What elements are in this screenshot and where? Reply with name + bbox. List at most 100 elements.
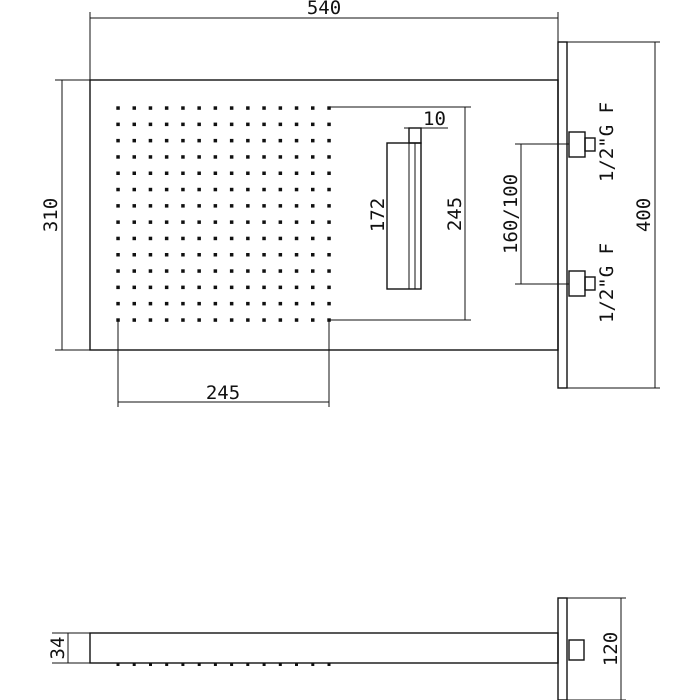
dimension-inlet-spacing: 160/100 bbox=[500, 143, 569, 285]
nozzle bbox=[327, 106, 331, 110]
label-profile-thickness: 34 bbox=[47, 637, 69, 660]
label-mount-height: 120 bbox=[600, 632, 622, 666]
nozzle bbox=[229, 171, 234, 175]
nozzle bbox=[294, 301, 299, 306]
nozzle bbox=[311, 301, 315, 306]
nozzle bbox=[148, 187, 153, 192]
nozzle bbox=[132, 220, 136, 224]
nozzle bbox=[278, 122, 283, 127]
nozzle bbox=[311, 220, 315, 224]
nozzle bbox=[246, 269, 250, 273]
nozzle bbox=[294, 138, 299, 143]
nozzle bbox=[132, 138, 136, 143]
nozzle bbox=[132, 236, 136, 241]
nozzle bbox=[197, 285, 201, 290]
nozzle bbox=[213, 269, 218, 273]
label-nozzle-area-width: 245 bbox=[206, 382, 240, 404]
nozzle bbox=[246, 122, 250, 127]
nozzle bbox=[278, 253, 283, 257]
nozzle bbox=[311, 269, 315, 273]
nozzle bbox=[262, 301, 266, 306]
nozzle bbox=[229, 301, 234, 306]
nozzle bbox=[148, 285, 153, 290]
nozzle bbox=[164, 318, 169, 322]
nozzle bbox=[213, 138, 218, 143]
nozzle bbox=[197, 253, 201, 257]
side-nozzle bbox=[181, 663, 185, 666]
nozzle bbox=[116, 269, 120, 273]
nozzle bbox=[164, 155, 169, 159]
nozzle bbox=[311, 138, 315, 143]
dimension-profile-thickness: 34 bbox=[47, 632, 90, 664]
nozzle bbox=[327, 301, 331, 306]
nozzle bbox=[181, 106, 185, 110]
nozzle bbox=[278, 171, 283, 175]
nozzle bbox=[148, 122, 153, 127]
nozzle bbox=[229, 204, 234, 208]
nozzle bbox=[164, 106, 169, 110]
nozzle bbox=[148, 106, 153, 110]
nozzle bbox=[148, 269, 153, 273]
nozzle bbox=[246, 220, 250, 224]
side-nozzle bbox=[165, 663, 169, 666]
nozzle bbox=[246, 253, 250, 257]
nozzle bbox=[197, 138, 201, 143]
nozzle bbox=[116, 253, 120, 257]
nozzle bbox=[311, 106, 315, 110]
nozzle bbox=[294, 253, 299, 257]
label-bottom-inlet: 1/2"G F bbox=[596, 243, 618, 323]
nozzle bbox=[278, 220, 283, 224]
side-nozzle bbox=[197, 663, 201, 666]
nozzle bbox=[197, 318, 201, 322]
nozzle bbox=[294, 122, 299, 127]
nozzle bbox=[164, 220, 169, 224]
side-nozzle bbox=[262, 663, 266, 666]
nozzle bbox=[148, 155, 153, 159]
nozzle bbox=[132, 155, 136, 159]
nozzle bbox=[294, 269, 299, 273]
side-nozzle bbox=[327, 663, 331, 666]
nozzle bbox=[229, 155, 234, 159]
nozzle bbox=[262, 155, 266, 159]
nozzle bbox=[278, 236, 283, 241]
nozzle bbox=[213, 253, 218, 257]
nozzle bbox=[116, 220, 120, 224]
nozzle bbox=[262, 171, 266, 175]
nozzle bbox=[132, 106, 136, 110]
nozzle bbox=[132, 171, 136, 175]
nozzle bbox=[116, 187, 120, 192]
dimension-panel-height: 310 bbox=[40, 79, 90, 351]
nozzle bbox=[132, 269, 136, 273]
nozzle bbox=[229, 318, 234, 322]
nozzle bbox=[278, 106, 283, 110]
nozzle bbox=[164, 269, 169, 273]
nozzle bbox=[132, 301, 136, 306]
label-waterfall-length: 172 bbox=[367, 198, 389, 232]
dimension-nozzle-area-width: 245 bbox=[117, 320, 330, 407]
nozzle bbox=[197, 122, 201, 127]
side-nozzle bbox=[132, 663, 136, 666]
nozzle bbox=[164, 285, 169, 290]
nozzle bbox=[229, 106, 234, 110]
nozzle bbox=[132, 285, 136, 290]
nozzle bbox=[278, 204, 283, 208]
nozzle bbox=[197, 204, 201, 208]
nozzle bbox=[164, 236, 169, 241]
nozzle bbox=[213, 236, 218, 241]
nozzle bbox=[132, 204, 136, 208]
nozzle bbox=[294, 220, 299, 224]
nozzle bbox=[213, 122, 218, 127]
nozzle bbox=[148, 301, 153, 306]
nozzle bbox=[164, 253, 169, 257]
nozzle bbox=[311, 187, 315, 192]
side-nozzle bbox=[311, 663, 315, 666]
nozzle bbox=[327, 285, 331, 290]
nozzle bbox=[262, 253, 266, 257]
nozzle bbox=[327, 220, 331, 224]
nozzle bbox=[132, 187, 136, 192]
nozzle bbox=[148, 236, 153, 241]
nozzle bbox=[246, 318, 250, 322]
dimension-overall-width: 540 bbox=[89, 0, 559, 80]
bottom-inlet-connector bbox=[568, 270, 596, 297]
nozzle bbox=[262, 106, 266, 110]
